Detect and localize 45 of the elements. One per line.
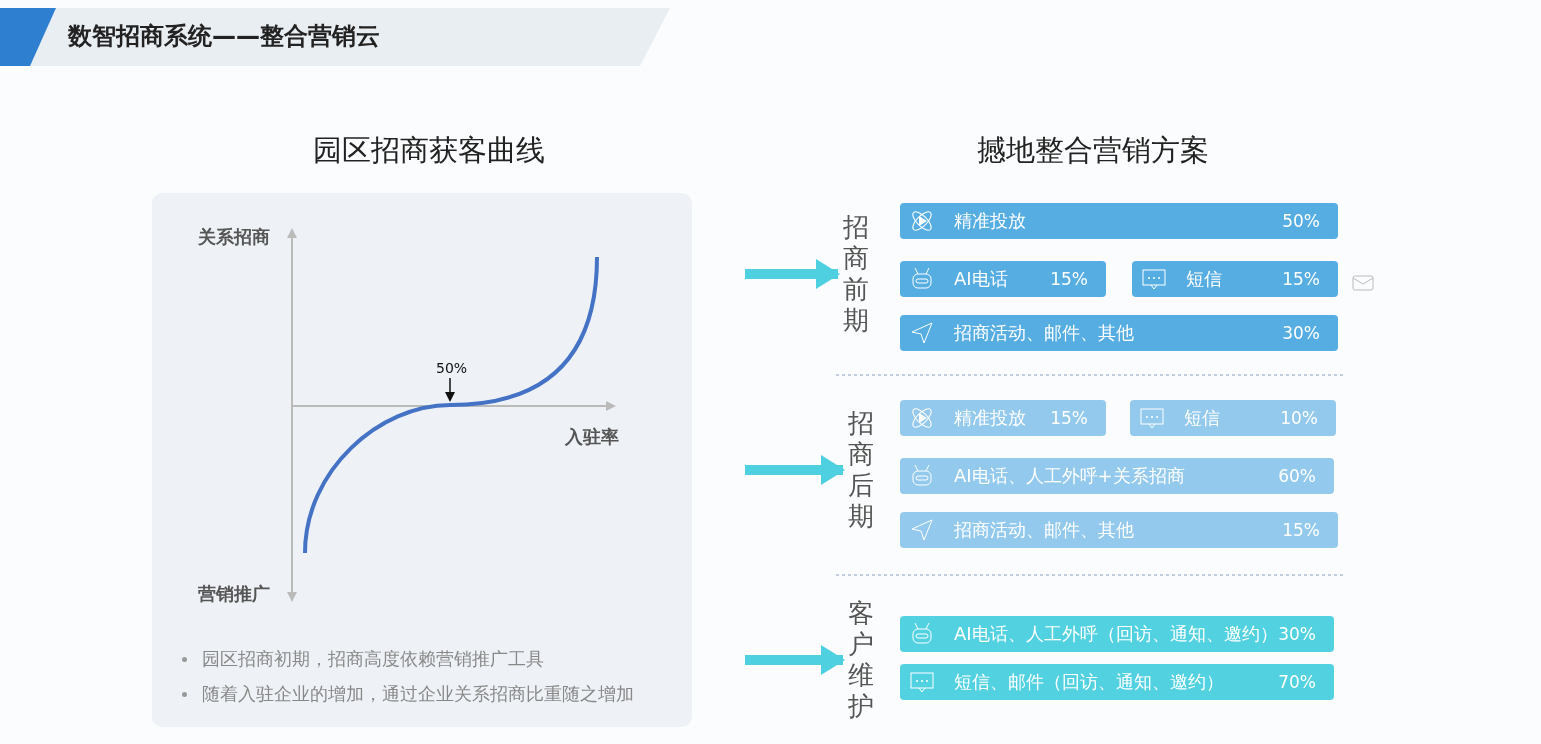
bullet-text: 园区招商初期，招商高度依赖营销推广工具: [202, 647, 544, 671]
percentage-text: 50%: [1282, 211, 1320, 231]
channel-name: AI电话、人工外呼（回访、通知、邀约）: [954, 622, 1278, 646]
channel-bar: [900, 203, 1338, 239]
channel-bar: [1130, 400, 1336, 436]
channel-name: AI电话、人工外呼+关系招商: [954, 464, 1185, 488]
channel-name: 短信: [1186, 267, 1222, 291]
arrow: [745, 645, 845, 675]
channel-bar: [900, 616, 1334, 652]
arrow: [745, 455, 845, 485]
axis-label: 入驻率: [565, 425, 619, 449]
channel-name: 精准投放: [954, 406, 1026, 430]
channel-bar: [900, 512, 1338, 548]
axis-label: 关系招商: [198, 225, 270, 249]
section-heading: 撼地整合营销方案: [977, 132, 1209, 169]
percentage-text: 15%: [1050, 408, 1088, 428]
slide-title: 数智招商系统——整合营销云: [68, 21, 380, 52]
channel-name: 精准投放: [954, 209, 1026, 233]
phase-label: 招商前期: [842, 212, 870, 336]
channel-bar: [900, 664, 1334, 700]
percentage-text: 10%: [1280, 408, 1318, 428]
arrow: [745, 259, 840, 289]
section-heading: 园区招商获客曲线: [313, 132, 545, 169]
channel-bar: [1132, 261, 1338, 297]
bullet-text: 随着入驻企业的增加，通过企业关系招商比重随之增加: [202, 682, 634, 706]
channel-name: 短信、邮件（回访、通知、邀约）: [954, 670, 1224, 694]
percentage-text: 30%: [1282, 323, 1320, 343]
percentage-text: 15%: [1282, 520, 1320, 540]
channel-bar: [900, 315, 1338, 351]
channel-bar: [900, 400, 1106, 436]
axis-label: 营销推广: [198, 582, 270, 606]
phase-label: 客户维护: [847, 598, 875, 722]
percentage-text: 70%: [1278, 672, 1316, 692]
channel-bar: [900, 458, 1334, 494]
channel-bar: [900, 261, 1106, 297]
channel-name: AI电话: [954, 267, 1008, 291]
point-label: 50%: [436, 360, 468, 376]
percentage-text: 15%: [1050, 269, 1088, 289]
phase-label: 招商后期: [847, 408, 875, 532]
channel-name: 招商活动、邮件、其他: [954, 321, 1134, 345]
channel-name: 短信: [1184, 406, 1220, 430]
channel-name: 招商活动、邮件、其他: [954, 518, 1134, 542]
percentage-text: 15%: [1282, 269, 1320, 289]
percentage-text: 60%: [1278, 466, 1316, 486]
percentage-text: 30%: [1278, 624, 1316, 644]
